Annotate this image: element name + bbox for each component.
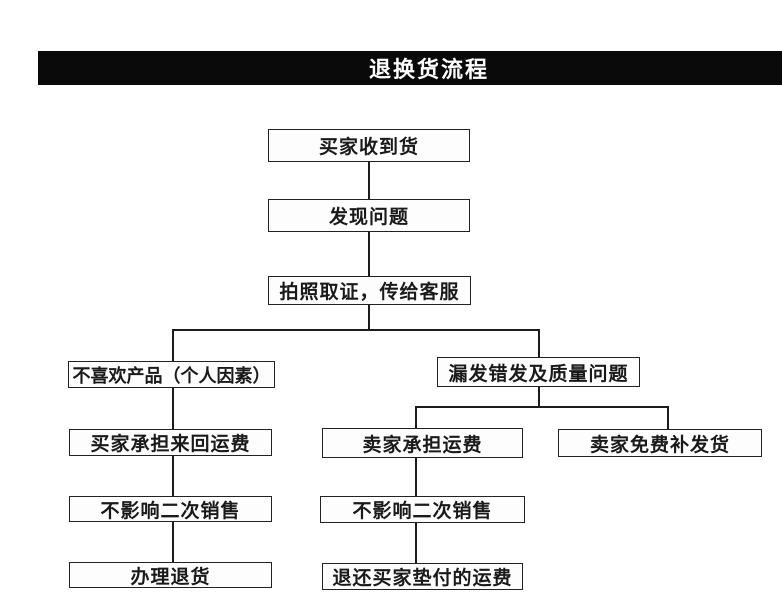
connector-line	[415, 406, 417, 428]
branch-line	[415, 406, 669, 408]
flow-node-process-return: 办理退货	[69, 562, 272, 588]
flow-node-buyer-pays-shipping: 买家承担来回运费	[69, 429, 272, 456]
connector-line	[368, 162, 370, 199]
connector-line	[368, 304, 370, 331]
flow-node-label: 不影响二次销售	[100, 499, 241, 522]
connector-line	[667, 406, 669, 429]
flow-node-label: 办理退货	[130, 565, 211, 588]
flow-node-label: 拍照取证，传给客服	[279, 281, 460, 303]
flow-node-label: 漏发错发及质量问题	[448, 362, 629, 385]
flow-node-label: 卖家免费补发货	[589, 433, 730, 456]
connector-line	[172, 388, 174, 429]
connector-line	[172, 329, 174, 361]
flow-node-no-resale-impact-mid: 不影响二次销售	[320, 496, 525, 523]
branch-line	[172, 329, 540, 331]
flow-node-problem-found: 发现问题	[268, 199, 470, 232]
header-bar: 退换货流程	[38, 51, 782, 85]
flow-node-free-reshipment: 卖家免费补发货	[558, 429, 762, 457]
flow-node-no-resale-impact-left: 不影响二次销售	[69, 496, 272, 522]
connector-line	[172, 522, 174, 562]
connector-line	[172, 456, 174, 496]
flow-node-photo-evidence: 拍照取证，传给客服	[268, 276, 471, 305]
flow-node-label: 不影响二次销售	[352, 500, 493, 522]
flow-node-refund-advanced-shipping: 退还买家垫付的运费	[322, 563, 523, 590]
flow-node-label: 卖家承担运费	[362, 433, 483, 456]
flow-node-label: 买家收到货	[318, 136, 419, 158]
flow-node-quality-issue: 漏发错发及质量问题	[437, 357, 640, 387]
connector-line	[368, 232, 370, 276]
flow-node-personal-reason: 不喜欢产品（个人因素）	[68, 361, 275, 388]
flow-node-label: 发现问题	[328, 206, 409, 228]
connector-line	[538, 329, 540, 357]
page-title: 退换货流程	[368, 58, 489, 83]
flow-node-label: 退还买家垫付的运费	[332, 567, 513, 589]
flow-node-label: 不喜欢产品（个人因素）	[72, 365, 271, 387]
connector-line	[415, 458, 417, 496]
flow-node-buyer-received: 买家收到货	[268, 129, 470, 162]
flow-node-label: 买家承担来回运费	[90, 433, 251, 455]
flow-node-seller-pays-shipping: 卖家承担运费	[322, 428, 523, 458]
connector-line	[538, 387, 540, 407]
connector-line	[415, 523, 417, 563]
